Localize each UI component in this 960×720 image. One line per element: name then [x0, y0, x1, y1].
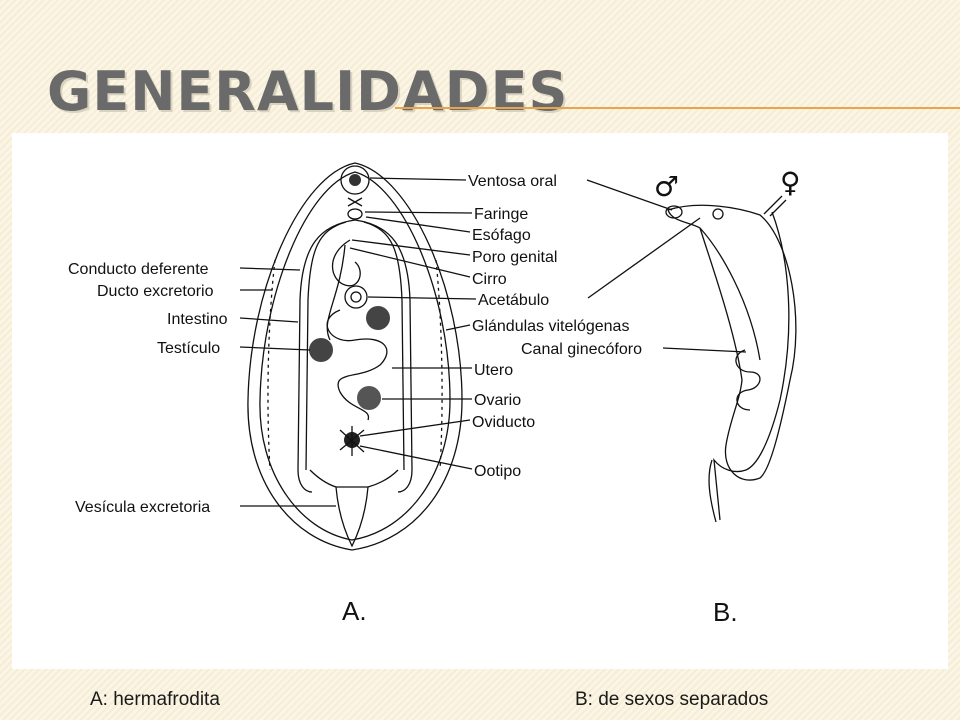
schistosome-pair-drawing	[586, 179, 797, 523]
label-ventosa-oral: Ventosa oral	[468, 173, 557, 190]
slide-title: GENERALIDADES	[47, 60, 569, 123]
label-vesicula-excretoria: Vesícula excretoria	[75, 499, 210, 516]
label-poro-genital: Poro genital	[472, 249, 557, 266]
label-oviducto: Oviducto	[472, 414, 535, 431]
caption-sexos-separados: B: de sexos separados	[575, 689, 769, 710]
label-conducto-deferente: Conducto deferente	[68, 261, 209, 278]
label-intestino: Intestino	[167, 311, 228, 328]
hermaphrodite-fluke-drawing	[239, 162, 477, 551]
label-acetabulo: Acetábulo	[478, 292, 549, 309]
label-faringe: Faringe	[474, 206, 528, 223]
male-symbol: ♂	[654, 170, 679, 203]
label-utero: Utero	[474, 362, 513, 379]
label-esofago: Esófago	[472, 227, 531, 244]
label-canal-ginecoforo: Canal ginecóforo	[521, 341, 642, 358]
label-testiculo: Testículo	[157, 340, 220, 357]
label-glandulas-vitelogenas: Glándulas vitelógenas	[472, 318, 629, 335]
label-ducto-excretorio: Ducto excretorio	[97, 283, 214, 300]
caption-hermafrodita: A: hermafrodita	[90, 689, 220, 710]
panel-label-b: B.	[713, 597, 738, 627]
label-cirro: Cirro	[472, 271, 507, 288]
female-symbol: ♀	[780, 166, 801, 199]
figure-panel	[12, 133, 948, 669]
panel-label-a: A.	[342, 596, 367, 626]
label-ootipo: Ootipo	[474, 463, 521, 480]
label-ovario: Ovario	[474, 392, 521, 409]
title-underline	[395, 107, 960, 109]
